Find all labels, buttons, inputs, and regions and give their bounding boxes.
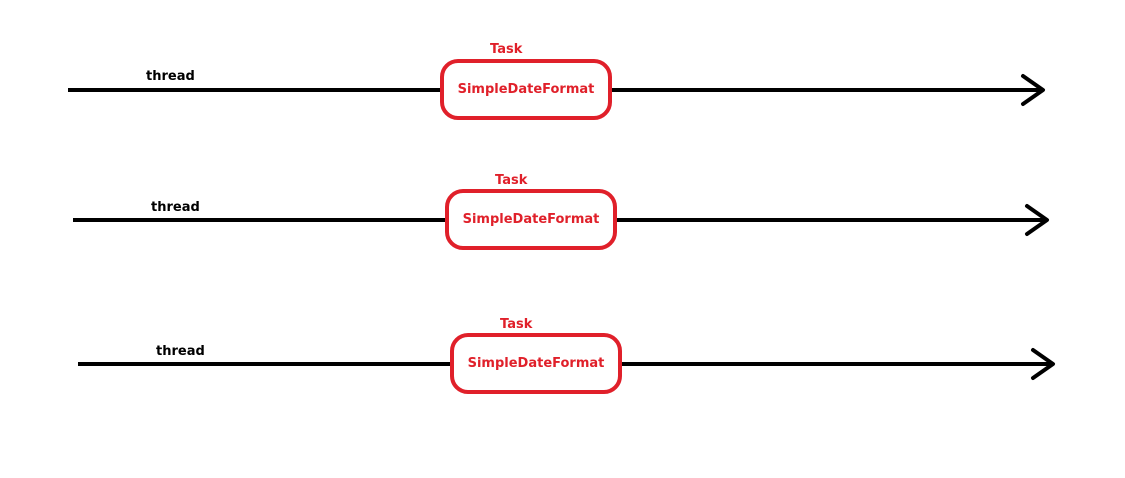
thread-label-1: thread (146, 69, 195, 84)
task-label-3: Task (500, 317, 533, 332)
thread-row-3: thread Task SimpleDateFormat (78, 317, 1055, 394)
task-box-label-3: SimpleDateFormat (468, 356, 605, 371)
thread-row-1: thread Task SimpleDateFormat (68, 42, 1045, 120)
thread-arrowhead-1 (1021, 74, 1045, 106)
thread-row-2: thread Task SimpleDateFormat (73, 173, 1049, 250)
task-box-label-1: SimpleDateFormat (458, 82, 595, 97)
task-box-2 (445, 189, 617, 250)
thread-label-3: thread (156, 344, 205, 359)
task-label-2: Task (495, 173, 528, 188)
task-box-3 (450, 333, 622, 394)
thread-arrowhead-2 (1025, 204, 1049, 236)
task-label-1: Task (490, 42, 523, 57)
thread-arrowhead-3 (1031, 348, 1055, 380)
thread-label-2: thread (151, 200, 200, 215)
task-box-1 (440, 59, 612, 120)
task-box-label-2: SimpleDateFormat (463, 212, 600, 227)
